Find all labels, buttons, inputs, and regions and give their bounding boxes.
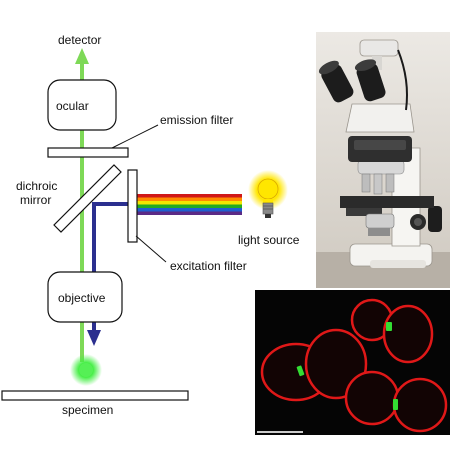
dichroic-mirror-label-2: mirror xyxy=(20,193,51,207)
ocular-lens xyxy=(47,79,117,131)
light-source-label: light source xyxy=(238,233,300,247)
dichroic-mirror-label-1: dichroic xyxy=(16,179,57,193)
dichroic-mirror xyxy=(53,164,122,233)
excitation-filter-label: excitation filter xyxy=(170,259,247,273)
light-bulb-icon xyxy=(248,170,288,218)
objective-lens xyxy=(47,271,123,323)
spectrum-beam xyxy=(136,194,242,215)
detector-label: detector xyxy=(58,33,101,47)
specimen-slide xyxy=(1,390,189,401)
excitation-filter xyxy=(127,169,138,243)
specimen-label: specimen xyxy=(62,403,113,417)
ocular-label: ocular xyxy=(56,99,89,113)
emission-filter xyxy=(47,147,129,158)
microscope-photo xyxy=(316,32,450,288)
emission-filter-label: emission filter xyxy=(160,113,233,127)
emission-filter-pointer xyxy=(111,124,159,149)
objective-label: objective xyxy=(58,291,106,305)
excitation-filter-pointer xyxy=(135,235,167,263)
fluorescence-cells-image xyxy=(255,290,450,435)
